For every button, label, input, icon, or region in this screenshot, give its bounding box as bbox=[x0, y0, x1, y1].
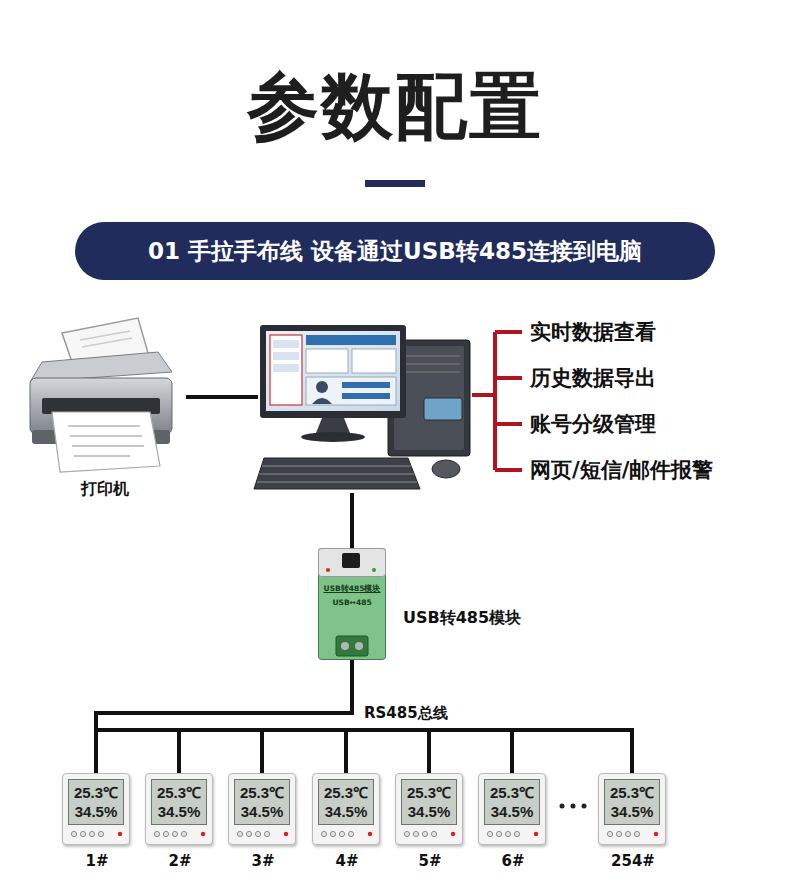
feature-item: 网页/短信/邮件报警 bbox=[530, 457, 713, 483]
lcd-reading: 25.3℃ bbox=[490, 783, 534, 802]
sensor-device: 25.3℃34.5%1# bbox=[62, 773, 130, 845]
device-label: 打印机 bbox=[20, 479, 190, 500]
lcd-reading: 34.5% bbox=[408, 802, 451, 821]
device-number: 254# bbox=[579, 852, 687, 870]
feature-bracket bbox=[472, 332, 522, 470]
bus-wire bbox=[96, 660, 632, 773]
lcd-screen: 25.3℃34.5% bbox=[234, 779, 290, 825]
lcd-reading: 34.5% bbox=[611, 802, 654, 821]
sensor-device: 25.3℃34.5%5# bbox=[395, 773, 463, 845]
lcd-reading: 34.5% bbox=[491, 802, 534, 821]
title-banner: 01 手拉手布线 设备通过USB转485连接到电脑 bbox=[75, 222, 715, 280]
bus-wire bbox=[96, 660, 352, 773]
printer-node: 打印机 bbox=[20, 312, 190, 504]
lcd-reading: 25.3℃ bbox=[407, 783, 451, 802]
module-label: USB转485模块 bbox=[403, 608, 521, 629]
printer-illustration bbox=[30, 318, 172, 472]
device-number: 4# bbox=[293, 852, 401, 870]
lcd-reading: 25.3℃ bbox=[74, 783, 118, 802]
lcd-screen: 25.3℃34.5% bbox=[604, 779, 660, 825]
sensor-device: 25.3℃34.5%254# bbox=[598, 773, 666, 845]
feature-item: 账号分级管理 bbox=[530, 411, 656, 437]
lcd-reading: 34.5% bbox=[75, 802, 118, 821]
sensor-device: 25.3℃34.5%4# bbox=[312, 773, 380, 845]
bus-wire bbox=[96, 660, 512, 773]
lcd-screen: 25.3℃34.5% bbox=[401, 779, 457, 825]
ellipsis-dot bbox=[560, 804, 565, 809]
lcd-reading: 25.3℃ bbox=[324, 783, 368, 802]
lcd-screen: 25.3℃34.5% bbox=[68, 779, 124, 825]
lcd-reading: 34.5% bbox=[241, 802, 284, 821]
bus-wire bbox=[96, 660, 352, 773]
bus-wire bbox=[96, 660, 352, 773]
lcd-screen: 25.3℃34.5% bbox=[151, 779, 207, 825]
lcd-screen: 25.3℃34.5% bbox=[484, 779, 540, 825]
lcd-reading: 34.5% bbox=[158, 802, 201, 821]
page-title: 参数配置 bbox=[0, 70, 790, 142]
banner-text: 01 手拉手布线 设备通过USB转485连接到电脑 bbox=[148, 236, 642, 267]
device-number: 3# bbox=[209, 852, 317, 870]
device-number: 2# bbox=[126, 852, 234, 870]
lcd-reading: 25.3℃ bbox=[157, 783, 201, 802]
computer-illustration bbox=[254, 325, 470, 489]
sensor-device: 25.3℃34.5%2# bbox=[145, 773, 213, 845]
ellipsis-dot bbox=[571, 804, 576, 809]
feature-item: 实时数据查看 bbox=[530, 319, 656, 345]
lcd-reading: 25.3℃ bbox=[240, 783, 284, 802]
device-number: 6# bbox=[459, 852, 567, 870]
title-bar bbox=[365, 180, 425, 187]
converter-module: USB转485模块USB↔485USB转485模块 bbox=[318, 548, 386, 660]
bus-wire bbox=[96, 660, 352, 773]
device-number: 1# bbox=[43, 852, 151, 870]
module-print: USB转485模块 bbox=[318, 584, 386, 594]
device-number: 5# bbox=[376, 852, 484, 870]
bus-label: RS485总线 bbox=[362, 703, 450, 723]
usb-cable bbox=[350, 493, 354, 548]
lcd-reading: 25.3℃ bbox=[610, 783, 654, 802]
lcd-screen: 25.3℃34.5% bbox=[318, 779, 374, 825]
printer-wire bbox=[186, 395, 258, 399]
sensor-device: 25.3℃34.5%3# bbox=[228, 773, 296, 845]
lcd-reading: 34.5% bbox=[325, 802, 368, 821]
sensor-device: 25.3℃34.5%6# bbox=[478, 773, 546, 845]
feature-item: 历史数据导出 bbox=[530, 365, 656, 391]
module-print: USB↔485 bbox=[318, 598, 386, 608]
ellipsis-dot bbox=[582, 804, 587, 809]
